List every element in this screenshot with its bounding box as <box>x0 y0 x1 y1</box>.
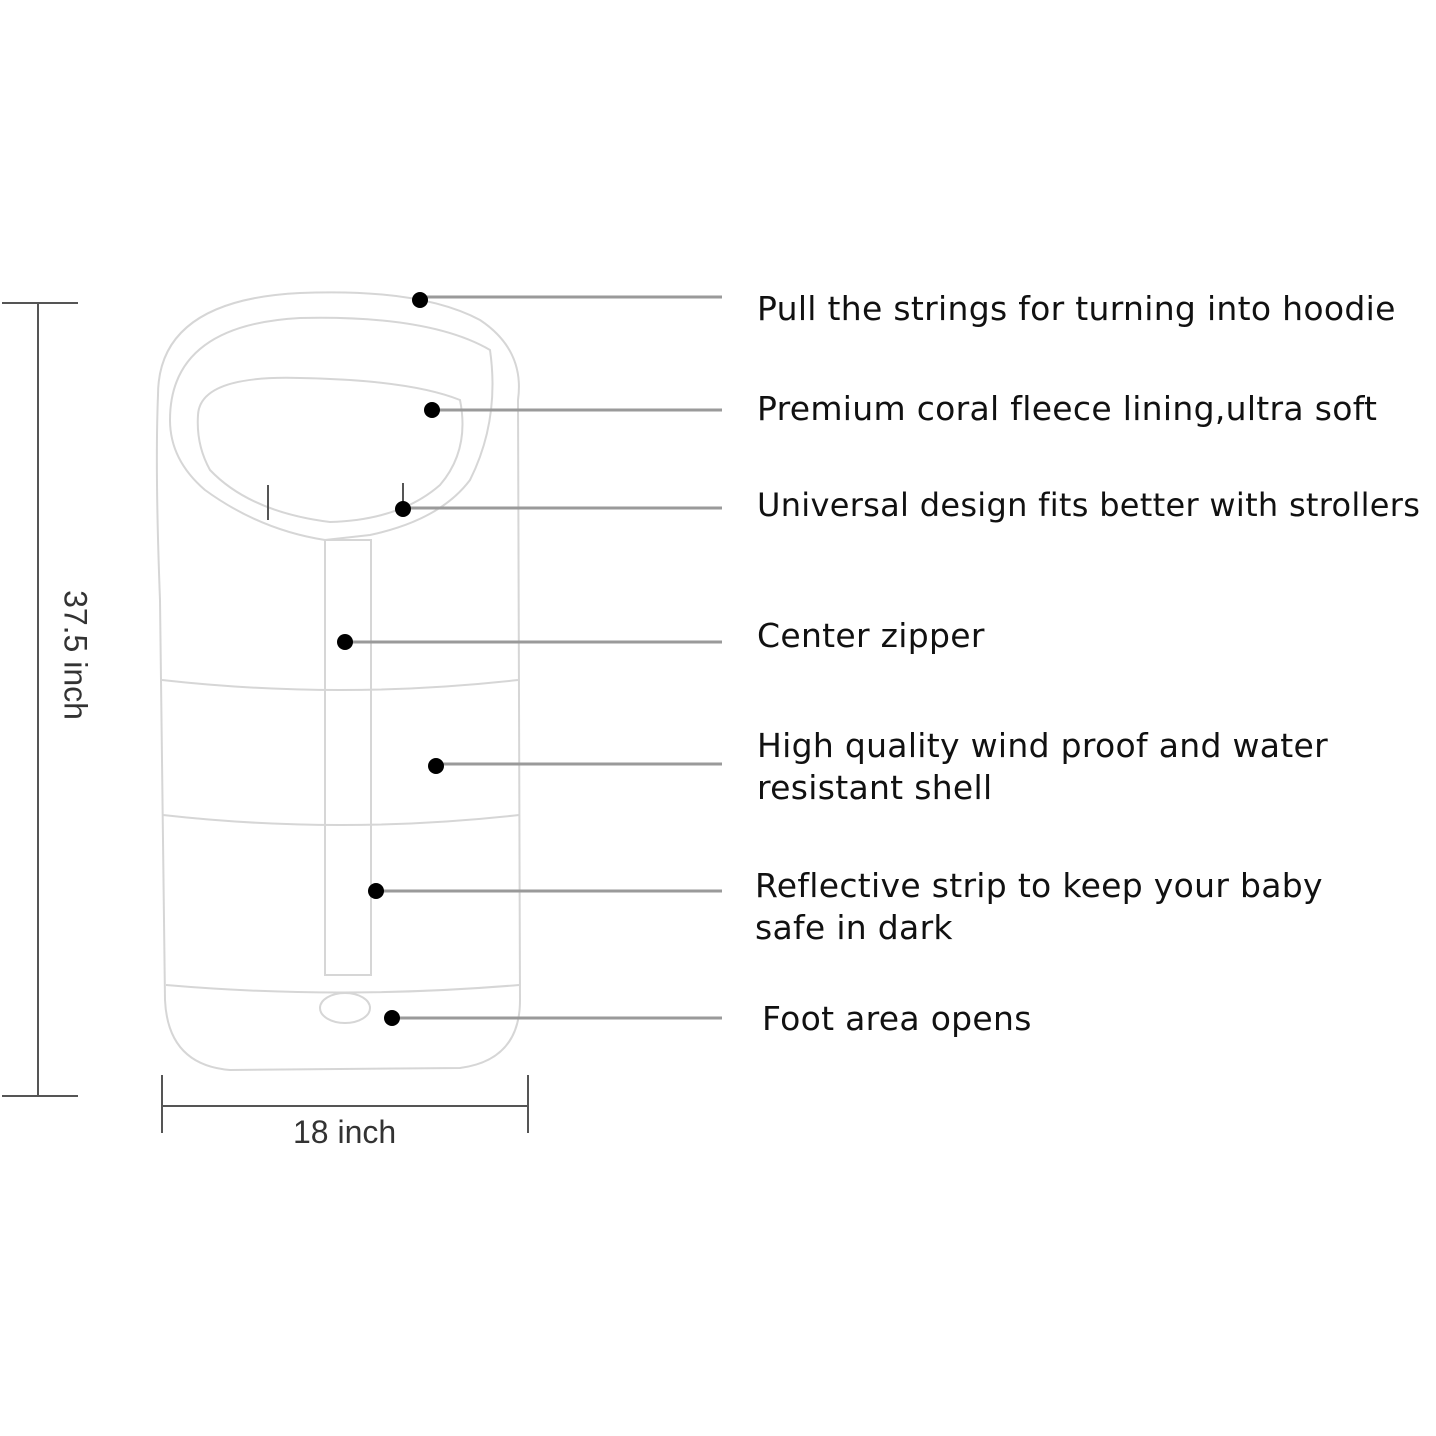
callout-dots <box>337 292 444 1026</box>
callout-line: resistant shell <box>757 768 993 807</box>
dot-foot-area <box>384 1010 400 1026</box>
dot-hoodie-strings <box>412 292 428 308</box>
callout-line: Foot area opens <box>762 999 1032 1038</box>
callout-hoodie-strings: Pull the strings for turning into hoodie <box>757 288 1396 330</box>
callout-leaders <box>345 295 722 1020</box>
hood-opening-outline <box>168 316 494 542</box>
callout-line: High quality wind proof and water <box>757 726 1328 765</box>
callout-line: Premium coral fleece lining,ultra soft <box>757 389 1378 428</box>
sleeping-bag-illustration <box>155 291 522 1072</box>
zipper-strip <box>324 539 372 976</box>
height-dimension <box>2 302 78 1097</box>
foot-seam <box>165 984 520 994</box>
callout-reflective-strip: Reflective strip to keep your baby safe … <box>755 865 1323 949</box>
dot-fleece-lining <box>424 402 440 418</box>
width-dimension <box>161 1075 529 1133</box>
callout-universal-design: Universal design fits better with stroll… <box>757 484 1420 526</box>
callout-line: Center zipper <box>757 616 985 655</box>
width-dimension-label: 18 inch <box>293 1114 397 1150</box>
callout-foot-area: Foot area opens <box>762 998 1032 1040</box>
callout-center-zipper: Center zipper <box>757 615 985 657</box>
callout-shell: High quality wind proof and water resist… <box>757 725 1328 809</box>
quilt-line <box>162 814 520 826</box>
callout-fleece-lining: Premium coral fleece lining,ultra soft <box>757 388 1377 430</box>
bag-outer-outline <box>155 291 522 1072</box>
hood-inner-outline <box>196 376 464 524</box>
callout-line: safe in dark <box>755 908 953 947</box>
height-dimension-label: 37.5 inch <box>57 590 94 720</box>
callout-line: Pull the strings for turning into hoodie <box>757 289 1396 328</box>
dot-universal-design <box>395 501 411 517</box>
logo-patch <box>319 992 371 1024</box>
dot-shell <box>428 758 444 774</box>
callout-line: Reflective strip to keep your baby <box>755 866 1323 905</box>
dot-reflective-strip <box>368 883 384 899</box>
dot-center-zipper <box>337 634 353 650</box>
quilt-line <box>161 679 519 691</box>
callout-line: Universal design fits better with stroll… <box>757 486 1421 524</box>
